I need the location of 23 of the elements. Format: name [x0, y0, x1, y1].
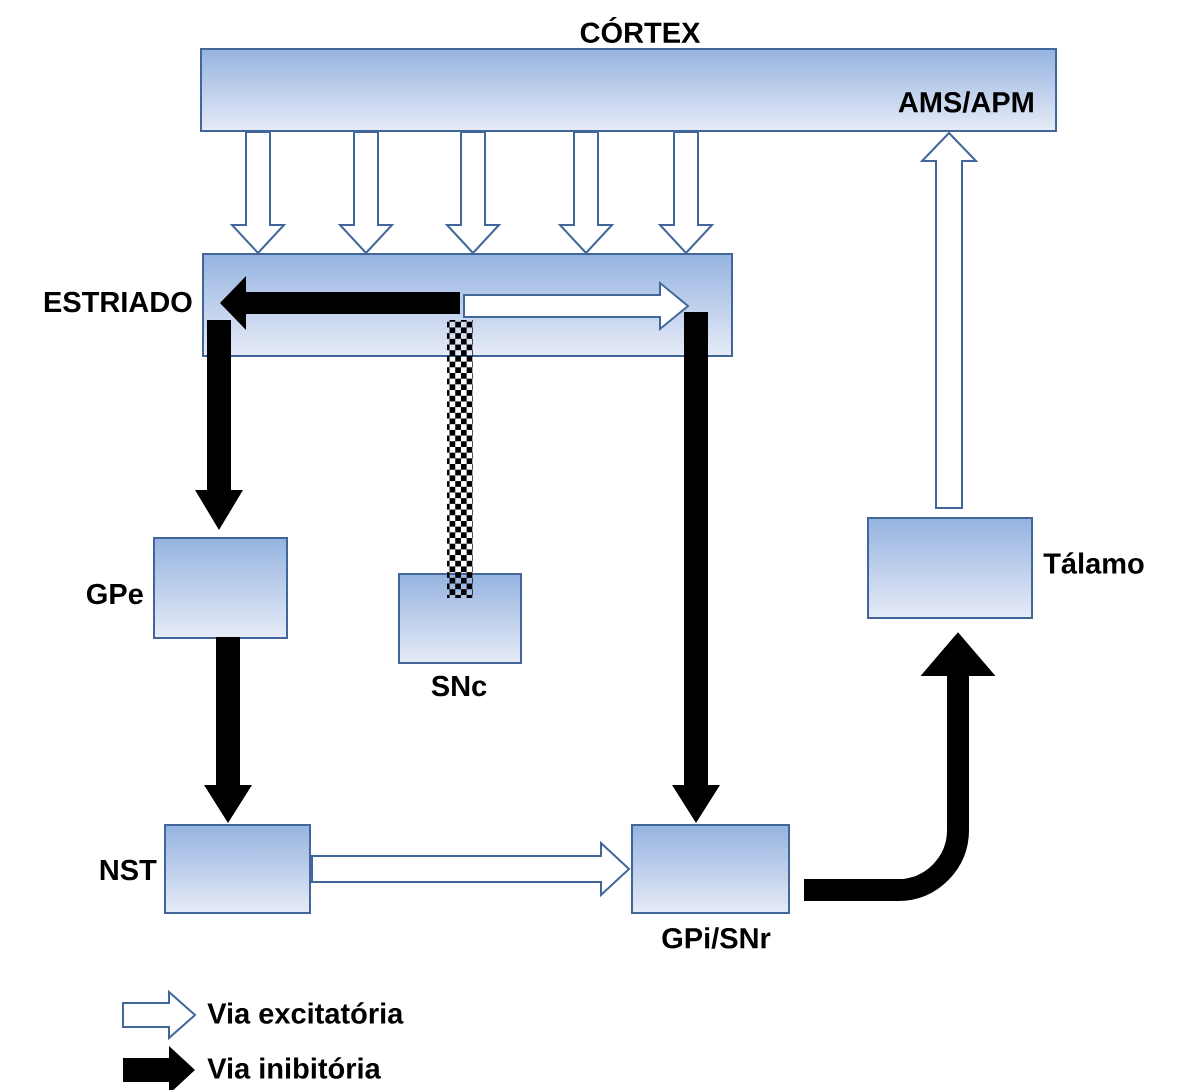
arrow — [195, 320, 243, 530]
region-label: ESTRIADO — [44, 291, 192, 313]
region-label: SNc — [431, 675, 487, 697]
region-label: CÓRTEX — [580, 17, 701, 43]
arrow — [337, 131, 395, 255]
arrow — [657, 131, 715, 255]
arrow — [220, 276, 460, 330]
region-label: NST — [100, 859, 157, 881]
legend-label: Via excitatória — [207, 1002, 404, 1024]
arrow — [229, 131, 287, 255]
arrow — [204, 637, 252, 823]
legend-label: Via inibitória — [207, 1057, 381, 1079]
arrow — [447, 320, 473, 598]
arrow — [672, 312, 720, 823]
region-label: AMS/APM — [898, 91, 1033, 113]
region-label: GPe — [86, 583, 143, 605]
arrow — [557, 131, 615, 255]
arrow — [444, 131, 502, 255]
region-label: Tálamo — [1043, 552, 1144, 574]
arrow — [311, 840, 631, 898]
arrow — [919, 131, 979, 509]
arrow — [463, 280, 690, 332]
region-label: GPi/SNr — [662, 927, 771, 949]
